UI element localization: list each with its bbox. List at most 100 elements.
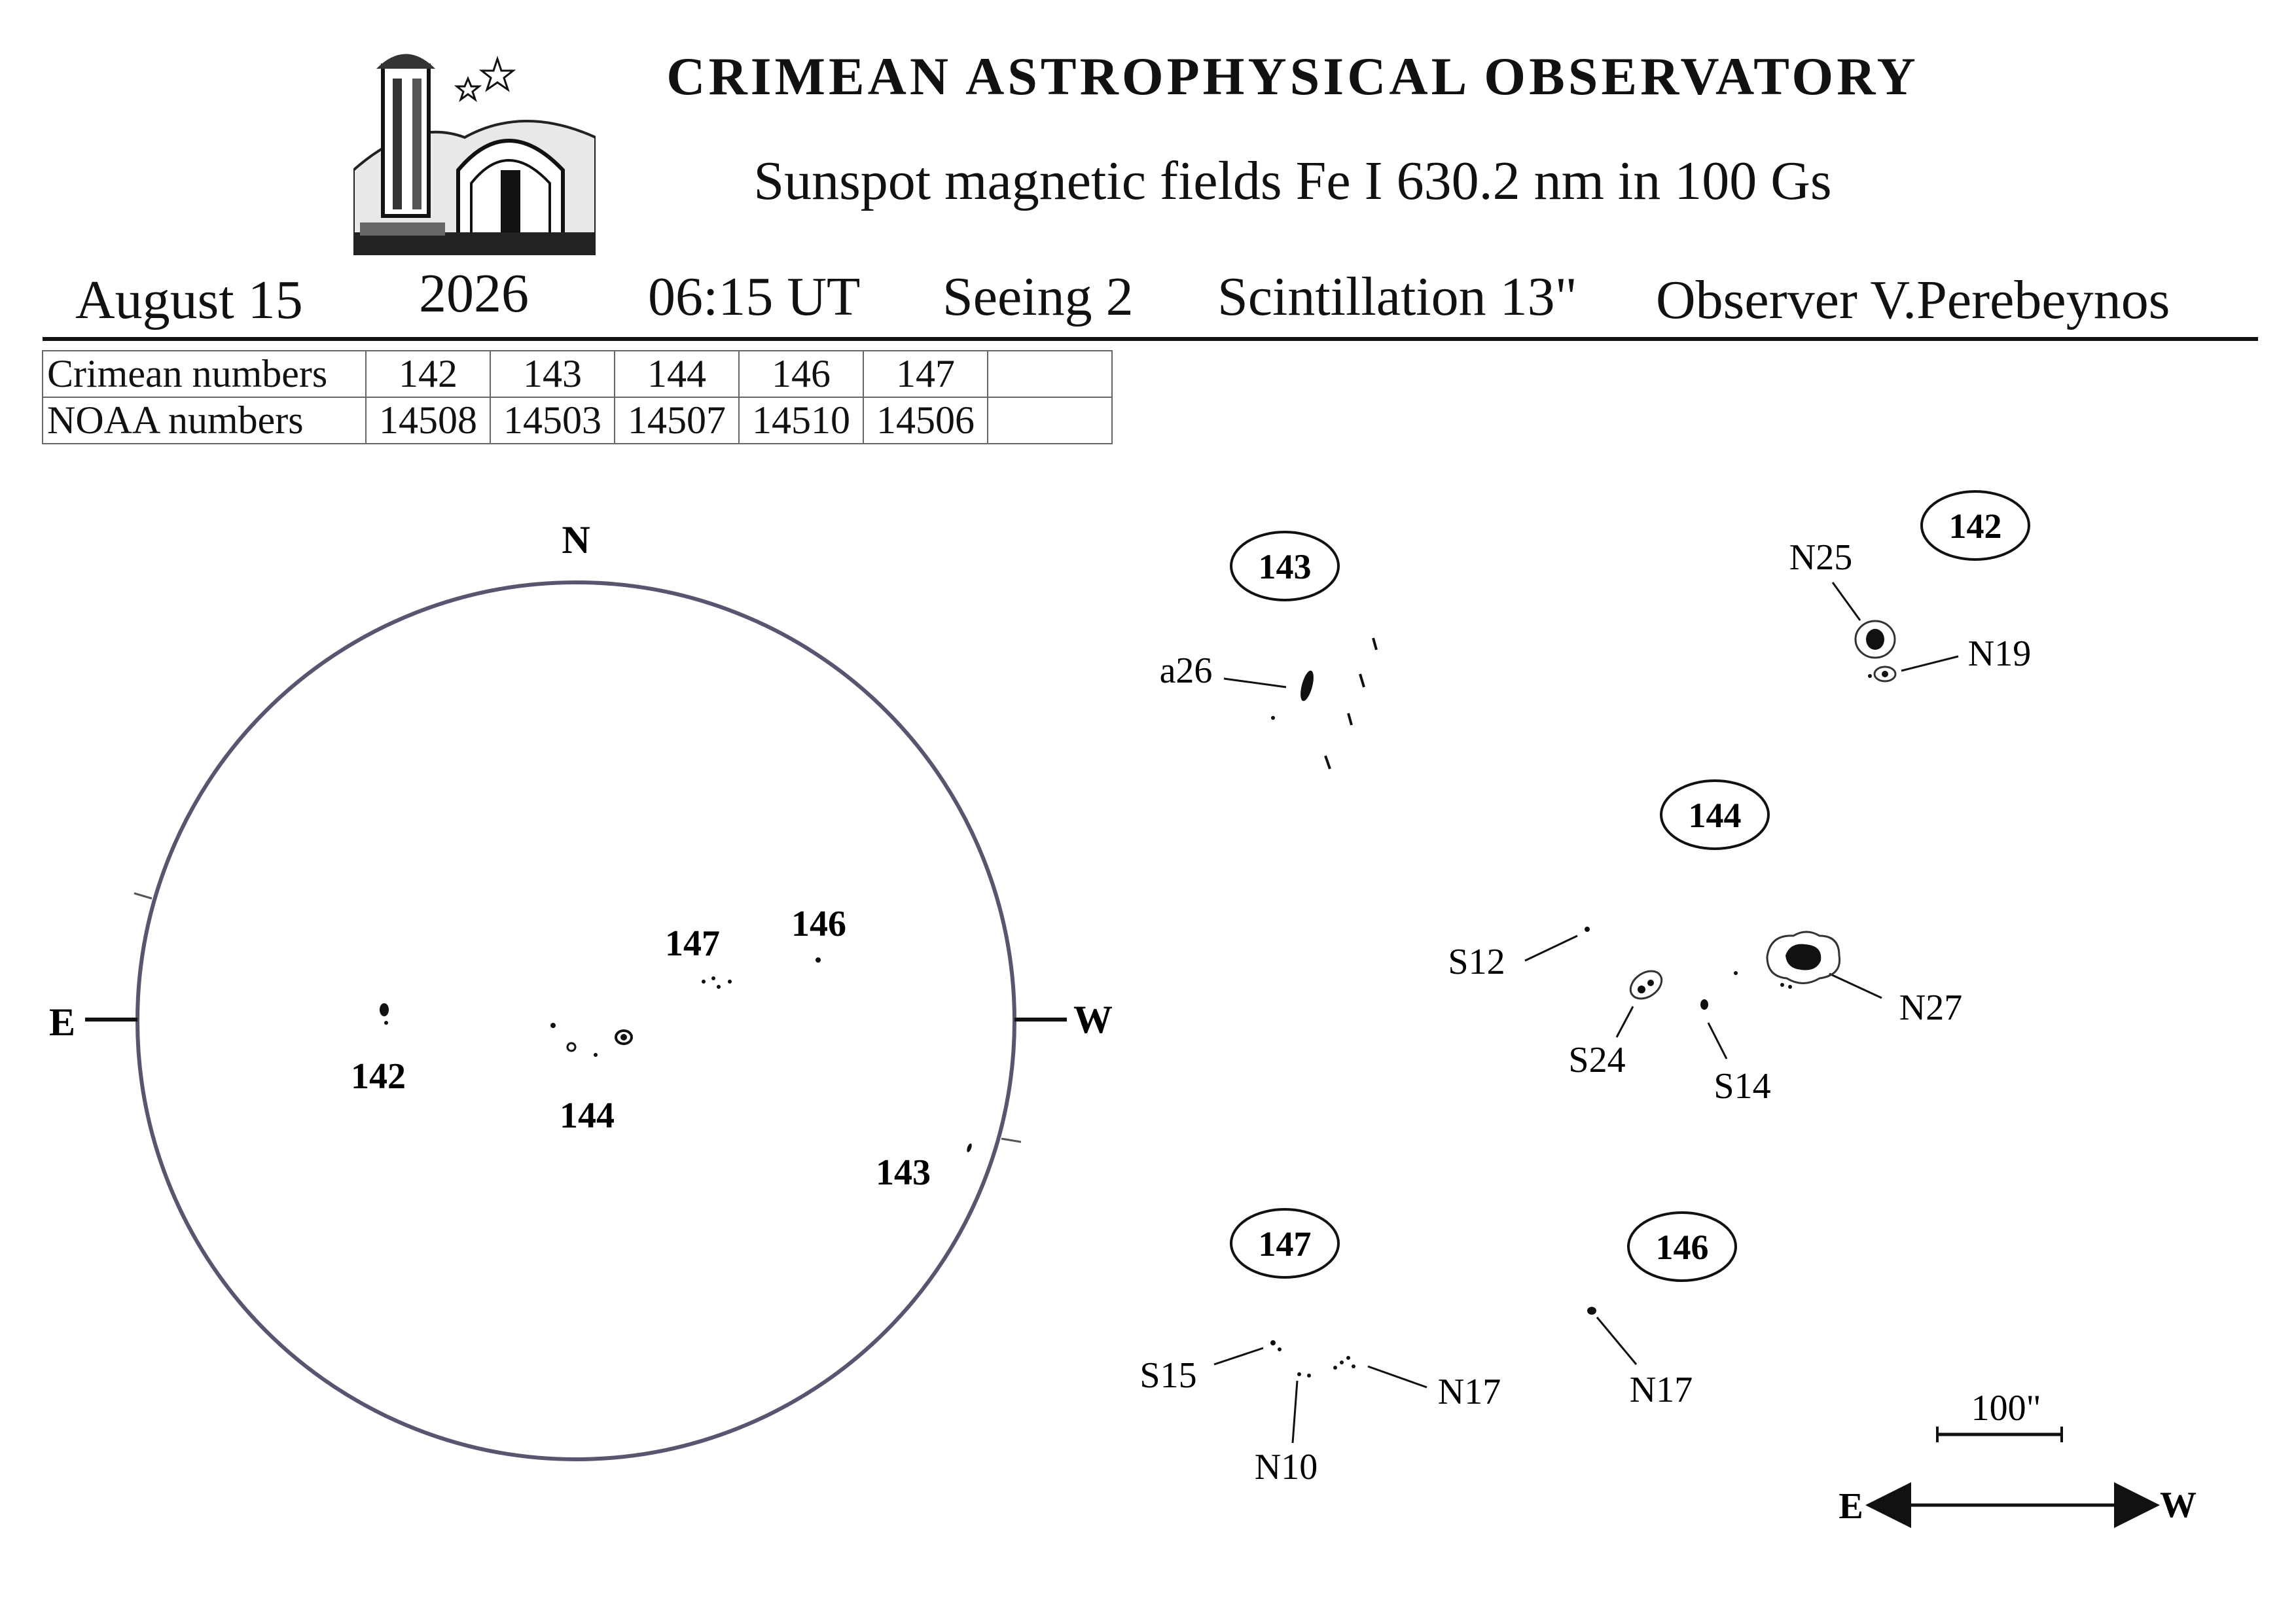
spot xyxy=(1324,755,1331,770)
spot xyxy=(1271,716,1275,720)
leader-line xyxy=(1707,1022,1728,1059)
observatory-title: CRIMEAN ASTROPHYSICAL OBSERVATORY xyxy=(666,46,1919,106)
spot-field-label: a26 xyxy=(1160,650,1213,691)
group-144: 144 S12 S24 S14 N27 xyxy=(1448,779,1962,1107)
crimean-number: 142 xyxy=(365,350,491,398)
leader-line xyxy=(1615,1006,1634,1038)
observation-time: 06:15 UT xyxy=(648,266,861,327)
group-143: 143 a26 xyxy=(1160,531,1378,770)
spot xyxy=(1347,713,1353,726)
spot-field-label: N17 xyxy=(1630,1370,1693,1410)
spot xyxy=(1307,1374,1311,1378)
noaa-number: 14508 xyxy=(365,397,491,444)
crimean-number: 144 xyxy=(614,350,740,398)
observatory-logo xyxy=(352,39,597,257)
noaa-number: 14503 xyxy=(490,397,615,444)
spot-field-label: N17 xyxy=(1438,1372,1501,1412)
seeing-value: Seeing 2 xyxy=(942,266,1134,327)
disk-region-label: 146 xyxy=(791,904,846,944)
crimean-number: 147 xyxy=(863,350,988,398)
empty-cell xyxy=(987,350,1113,398)
group-badge-label: 147 xyxy=(1259,1224,1312,1264)
disk-spots xyxy=(380,957,972,1152)
spot xyxy=(1587,1307,1596,1315)
crimean-number: 146 xyxy=(738,350,864,398)
spot xyxy=(1333,1366,1337,1370)
penumbra xyxy=(1766,931,1841,984)
solar-disk: N E W 142 144 147 146 143 xyxy=(49,518,1113,1461)
empty-cell xyxy=(987,397,1113,444)
observation-year: 2026 xyxy=(419,263,529,324)
spot-144 xyxy=(566,1042,577,1052)
spot xyxy=(1297,1372,1301,1376)
spot xyxy=(1788,985,1792,989)
noaa-number: 14506 xyxy=(863,397,988,444)
group-badge-label: 146 xyxy=(1656,1228,1709,1267)
spot-142 xyxy=(380,1003,389,1016)
disk-region-label: 144 xyxy=(560,1095,615,1136)
scale-bar: 100" xyxy=(1936,1388,2063,1442)
noaa-number: 14510 xyxy=(738,397,864,444)
noaa-number: 14507 xyxy=(614,397,740,444)
leader-line xyxy=(1831,582,1861,621)
leader-line xyxy=(1901,655,1959,672)
disk-region-label: 142 xyxy=(351,1056,406,1097)
crimean-number: 143 xyxy=(490,350,615,398)
spot-146 xyxy=(816,957,821,963)
noaa-numbers-row: NOAA numbers 14508 14503 14507 14510 145… xyxy=(42,397,1113,444)
group-146: 146 N17 xyxy=(1587,1211,1737,1410)
spot xyxy=(1278,1347,1282,1351)
umbra xyxy=(1882,671,1888,677)
umbra xyxy=(1866,629,1884,650)
spot xyxy=(1352,1364,1355,1368)
header-divider xyxy=(43,337,2258,341)
spot xyxy=(1868,674,1872,678)
spot xyxy=(1585,927,1590,932)
spot-field-label: N25 xyxy=(1789,537,1852,578)
group-badge xyxy=(1660,779,1770,850)
leader-line xyxy=(1223,677,1287,688)
disk-region-label: 147 xyxy=(665,923,720,964)
group-badge xyxy=(1920,490,2030,561)
spot-144 xyxy=(594,1053,598,1057)
spot-144 xyxy=(550,1023,556,1028)
crimean-numbers-row: Crimean numbers 142 143 144 146 147 xyxy=(42,350,1113,398)
disk-limb xyxy=(135,580,1016,1461)
leader-line xyxy=(1596,1317,1638,1365)
observation-date: August 15 xyxy=(75,270,303,330)
spot xyxy=(1346,1356,1350,1360)
ew-arrow-west: W xyxy=(2160,1485,2197,1525)
east-label: E xyxy=(49,1001,75,1044)
spot xyxy=(1372,637,1378,650)
north-label: N xyxy=(562,518,590,561)
spot-field-label: S15 xyxy=(1139,1355,1196,1396)
spot-field-label: S12 xyxy=(1448,942,1505,982)
spot-field-label: S24 xyxy=(1568,1040,1625,1080)
spot xyxy=(1300,670,1314,702)
group-badge-label: 143 xyxy=(1259,547,1312,586)
penumbra xyxy=(1629,970,1663,1000)
group-badge-label: 144 xyxy=(1689,796,1742,835)
spot-field-label: N19 xyxy=(1968,633,2031,674)
crimean-numbers-label: Crimean numbers xyxy=(42,350,367,398)
scintillation-value: Scintillation 13" xyxy=(1217,266,1577,327)
limb-mark xyxy=(134,892,152,900)
limb-mark xyxy=(1001,1137,1022,1143)
group-badge xyxy=(1230,1208,1340,1279)
spot-147 xyxy=(711,976,715,980)
leader-line xyxy=(1524,934,1578,962)
spot xyxy=(1734,971,1738,975)
spot-field-label: N10 xyxy=(1255,1447,1318,1487)
east-west-arrow: E W xyxy=(1839,1482,2197,1528)
spot xyxy=(1340,1360,1344,1364)
spot-147 xyxy=(702,980,706,984)
disk-region-label: 143 xyxy=(876,1152,931,1193)
chart-subtitle: Sunspot magnetic fields Fe I 630.2 nm in… xyxy=(753,151,1832,211)
region-numbers-table: Crimean numbers 142 143 144 146 147 NOAA… xyxy=(42,350,1113,444)
ew-arrow-east: E xyxy=(1839,1486,1863,1527)
spot-field-label: S14 xyxy=(1713,1066,1770,1107)
spot xyxy=(1270,1340,1276,1345)
observer-name: Observer V.Perebeynos xyxy=(1656,270,2170,330)
umbra xyxy=(1647,980,1654,986)
